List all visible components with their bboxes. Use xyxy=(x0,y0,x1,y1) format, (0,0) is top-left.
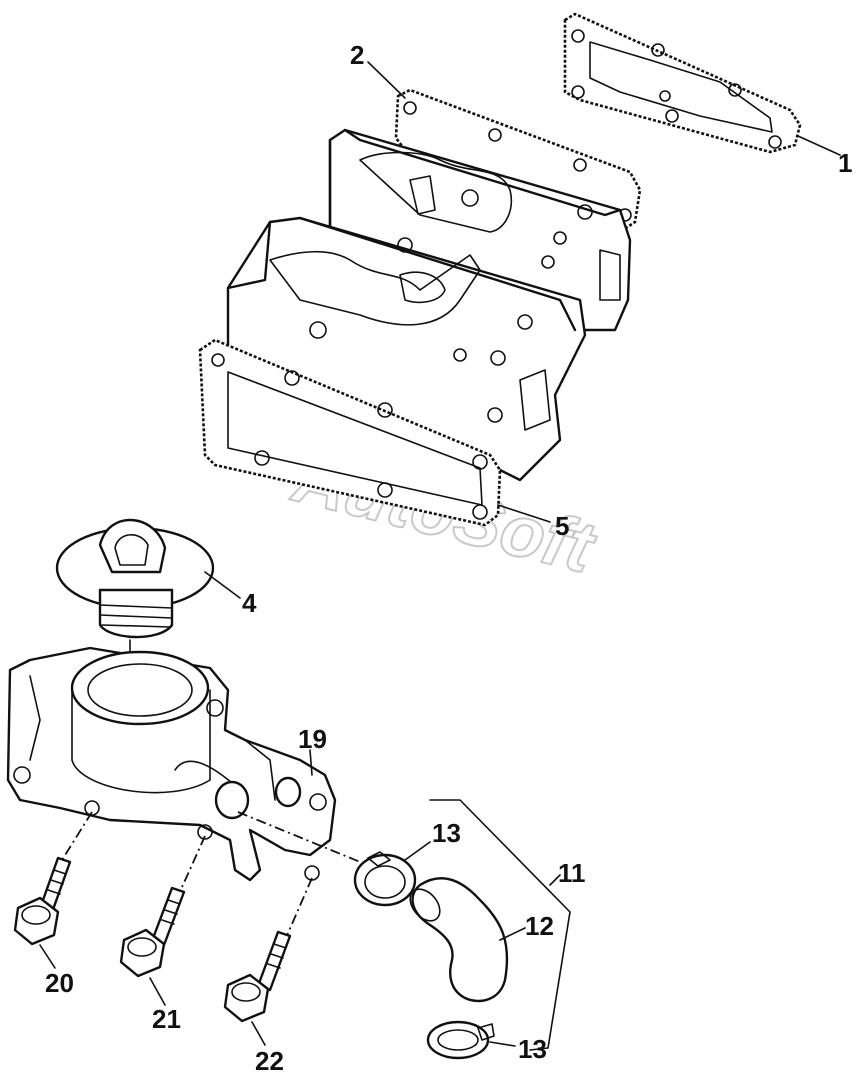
gasket-part-1 xyxy=(563,12,802,154)
callout-11: 11 xyxy=(558,858,586,888)
callout-5: 5 xyxy=(555,511,569,541)
callout-22: 22 xyxy=(255,1046,284,1076)
manifold-block-front xyxy=(226,216,587,482)
callout-4: 4 xyxy=(242,588,257,618)
callout-20: 20 xyxy=(45,968,74,998)
bolt-part-22 xyxy=(223,930,292,1023)
bolt-part-20 xyxy=(13,856,72,946)
group-bracket-11 xyxy=(429,799,571,1051)
gasket-part-5 xyxy=(198,338,502,527)
callout-13-lower: 13 xyxy=(518,1034,547,1064)
callout-12: 12 xyxy=(525,911,554,941)
hose-clamp-part-13-lower xyxy=(426,1020,495,1060)
thermostat-part-4 xyxy=(55,518,215,721)
hose-clamp-part-13-upper xyxy=(353,851,417,907)
bolt-part-21 xyxy=(119,886,186,978)
hose-part-12 xyxy=(409,877,509,1003)
callout-13-upper: 13 xyxy=(432,818,461,848)
callout-21: 21 xyxy=(152,1004,181,1034)
callout-19: 19 xyxy=(298,724,327,754)
callout-2: 2 xyxy=(350,40,364,70)
callout-1: 1 xyxy=(838,148,852,178)
thermostat-housing xyxy=(6,646,337,882)
